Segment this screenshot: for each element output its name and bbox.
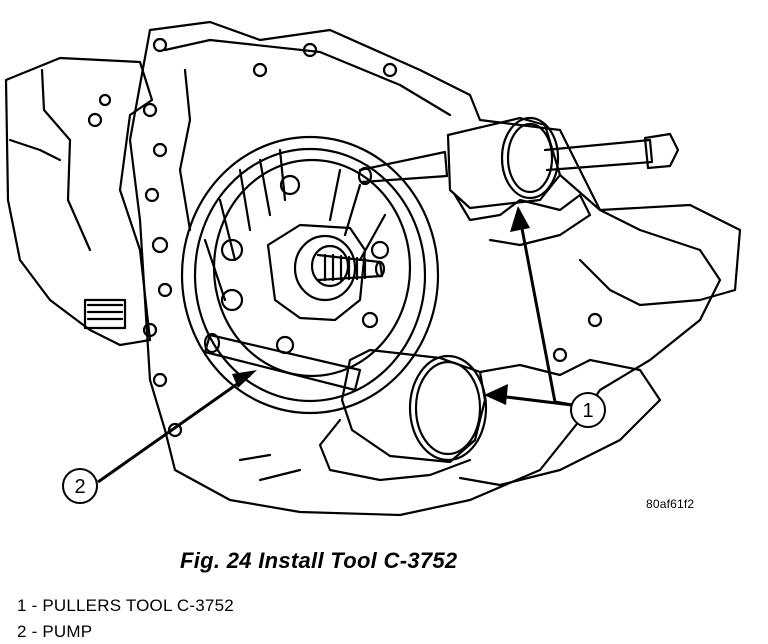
legend-item-pullers-tool: 1 - PULLERS TOOL C-3752 [17,596,234,615]
legend-item-pump: 2 - PUMP [17,622,93,641]
arrowhead-left [232,370,257,388]
pump-assembly [180,135,440,415]
callout-2: 2 [62,468,98,504]
puller-tool-lower [203,332,662,487]
figure-reference-code: 80af61f2 [646,497,695,511]
transmission-case [128,20,722,517]
arrowhead-lower-right [484,384,508,405]
figure-caption: Fig. 24 Install Tool C-3752 [180,548,458,573]
illustration-transmission-pump-pullers: 1 2 [4,20,742,517]
arrowhead-upper [510,206,530,232]
left-bracket [4,56,154,347]
callout-1-number: 1 [582,400,593,422]
callout-2-number: 2 [74,476,85,498]
callout-1: 1 [570,392,606,428]
puller-tool-upper [357,116,742,307]
